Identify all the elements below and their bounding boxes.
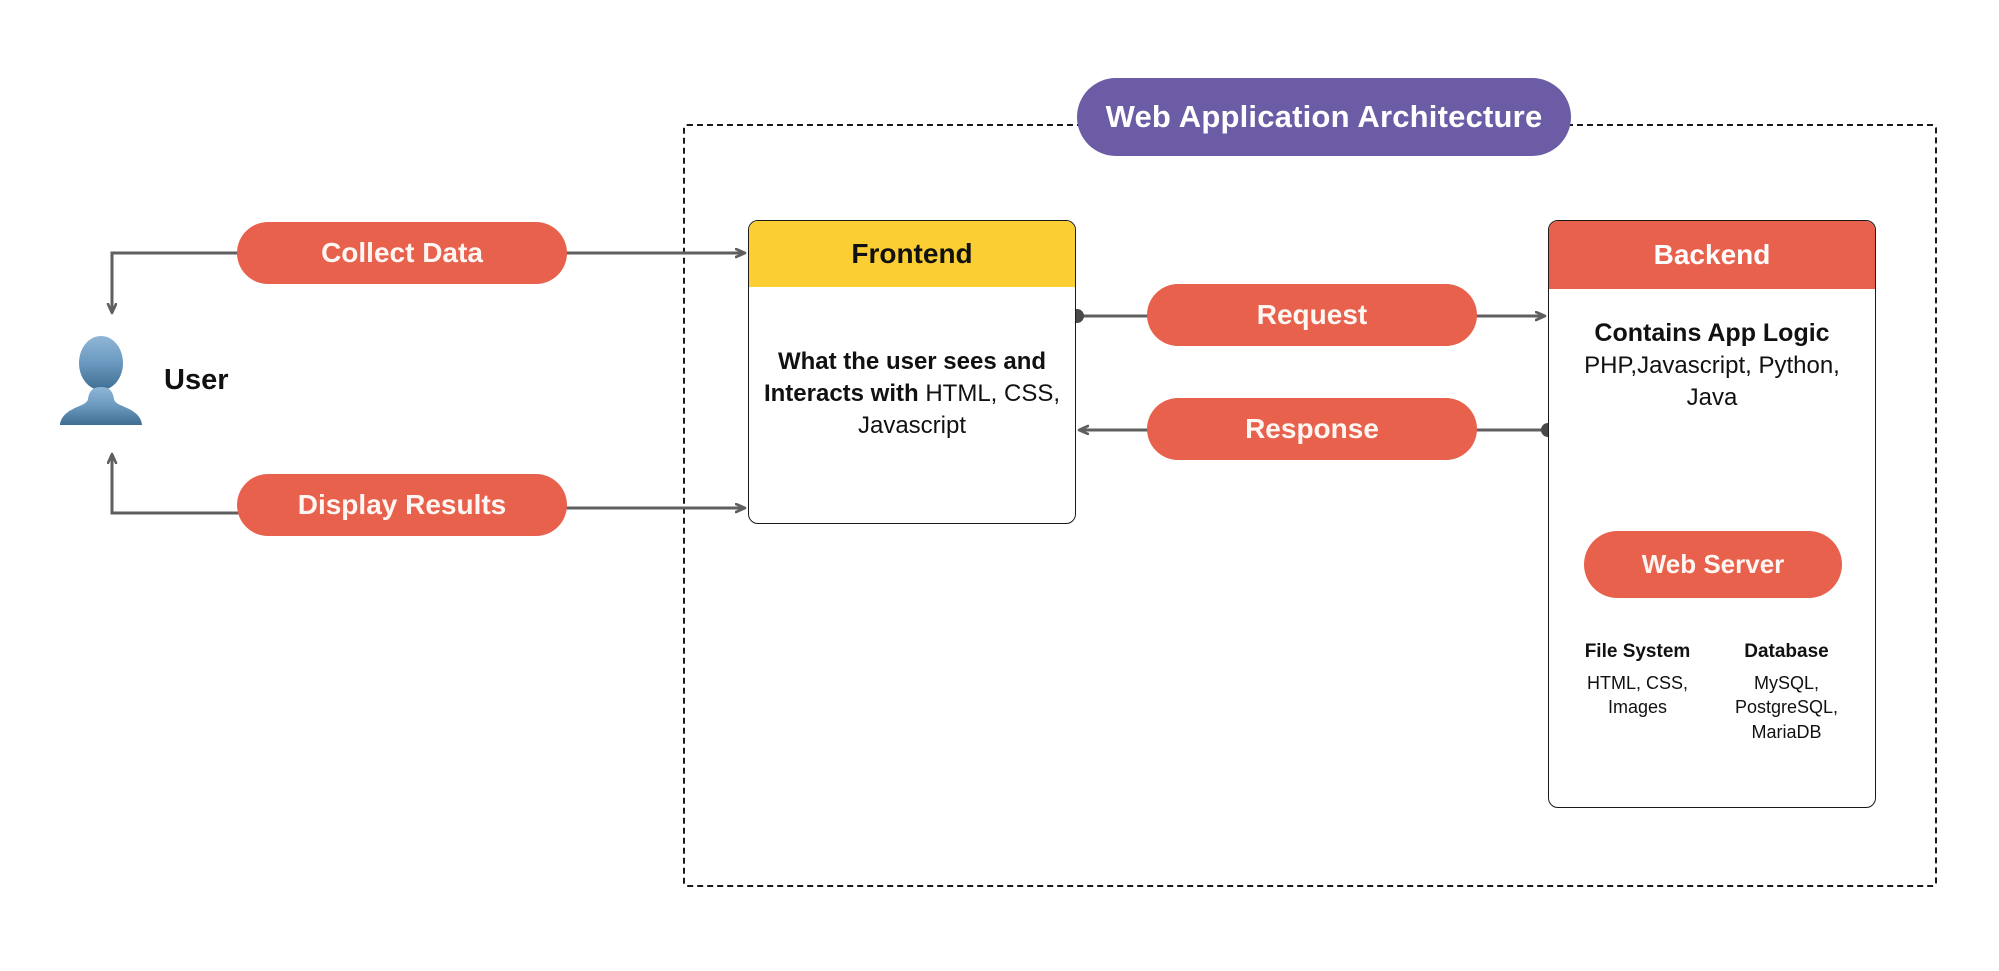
backend-column-database: Database MySQL, PostgreSQL, MariaDB <box>1712 641 1861 744</box>
backend-card[interactable]: Backend Contains App Logic PHP,Javascrip… <box>1548 220 1876 808</box>
user-avatar-icon <box>60 336 142 425</box>
backend-logic-text: Contains App Logic PHP,Javascript, Pytho… <box>1549 317 1875 414</box>
pill-request-label: Request <box>1256 299 1368 330</box>
frontend-body-regular: HTML, CSS, Javascript <box>857 380 1061 439</box>
frontend-card[interactable]: Frontend What the user sees and Interact… <box>748 220 1076 524</box>
pill-response[interactable]: Response <box>1147 398 1477 460</box>
pill-collect-data-label: Collect Data <box>321 237 483 268</box>
backend-columns: File System HTML, CSS, Images Database M… <box>1549 641 1875 744</box>
pill-display-results[interactable]: Display Results <box>237 474 567 536</box>
frontend-header: Frontend <box>749 221 1075 287</box>
file-system-text: HTML, CSS, Images <box>1586 673 1688 718</box>
file-system-title: File System <box>1584 641 1691 662</box>
pill-display-results-label: Display Results <box>297 489 507 520</box>
frontend-header-label: Frontend <box>851 238 973 269</box>
database-title: Database <box>1744 641 1829 662</box>
frontend-body: What the user sees and Interacts with HT… <box>749 287 1075 523</box>
pill-response-label: Response <box>1245 413 1379 444</box>
diagram-title-label: Web Application Architecture <box>1105 99 1543 134</box>
pill-request[interactable]: Request <box>1147 284 1477 346</box>
backend-header-label: Backend <box>1653 239 1771 270</box>
user-actor: User <box>60 325 320 435</box>
pill-collect-data[interactable]: Collect Data <box>237 222 567 284</box>
backend-logic-bold: Contains App Logic <box>1594 319 1830 347</box>
arrow-collect-data-to-user <box>112 251 250 312</box>
arrow-display-results-to-user <box>112 455 250 515</box>
database-text: MySQL, PostgreSQL, MariaDB <box>1734 673 1839 742</box>
pill-web-server-label: Web Server <box>1641 549 1785 579</box>
backend-header: Backend <box>1549 221 1875 289</box>
diagram-title-pill: Web Application Architecture <box>1077 78 1571 156</box>
user-label: User <box>164 363 229 396</box>
backend-logic-regular: PHP,Javascript, Python, Java <box>1584 352 1840 412</box>
pill-web-server[interactable]: Web Server <box>1584 531 1842 598</box>
backend-column-file-system: File System HTML, CSS, Images <box>1563 641 1712 744</box>
frontend-body-bold: What the user sees and Interacts with <box>763 348 1047 408</box>
